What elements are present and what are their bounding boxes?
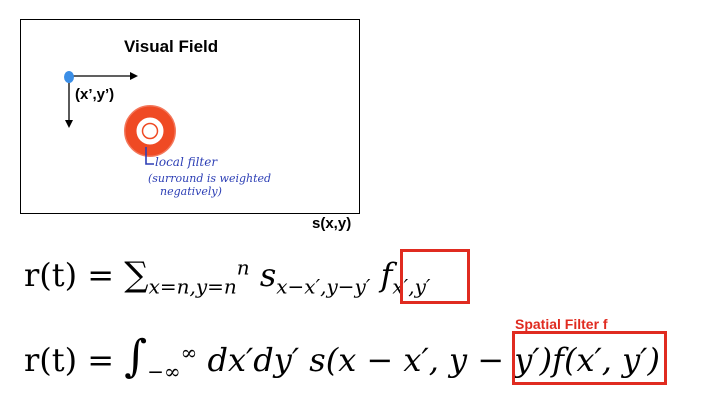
origin-point (64, 71, 74, 83)
sum-symbol: ∑ (124, 255, 149, 295)
filter-highlight-box-sum (400, 249, 470, 304)
sum-lower-index: x=n,y=n (148, 274, 237, 299)
spatial-filter-caption: Spatial Filter f (515, 316, 608, 332)
integral-equation: r(t) = ∫−∞∞ dx′dy′ s(x − x′, y − y′)f(x′… (24, 331, 660, 383)
filter-term: f (380, 256, 393, 294)
integral-symbol: ∫ (124, 331, 148, 382)
sum-upper-index: n (236, 255, 250, 280)
filter-function: f(x′, y′) (552, 341, 660, 379)
visual-field-title: Visual Field (124, 37, 219, 56)
integral-body: dx′dy′ s(x − x′, y − y′) (207, 341, 553, 379)
filter-highlight-box-integral (512, 331, 667, 385)
filter-annotation-detail-cont: negatively) (160, 185, 222, 198)
coordinate-label: (x’,y’) (75, 86, 115, 103)
sum-equation: r(t) = ∑x=n,y=nn sx−x′,y−y′ fx′,y′ (24, 255, 430, 298)
signal-label: s(x,y) (312, 215, 352, 232)
signal-term: s (259, 256, 277, 294)
eq2-lhs: r(t) = (24, 341, 115, 379)
eq1-lhs: r(t) = (24, 256, 115, 294)
integral-lower-limit: −∞ (147, 359, 181, 384)
visual-field-box (20, 19, 360, 214)
signal-term-index: x−x′,y−y′ (276, 274, 371, 299)
filter-annotation-title: local filter (155, 155, 218, 169)
integral-upper-limit: ∞ (180, 340, 198, 365)
filter-term-index: x′,y′ (392, 274, 431, 299)
filter-annotation-detail: (surround is weighted (148, 172, 272, 185)
